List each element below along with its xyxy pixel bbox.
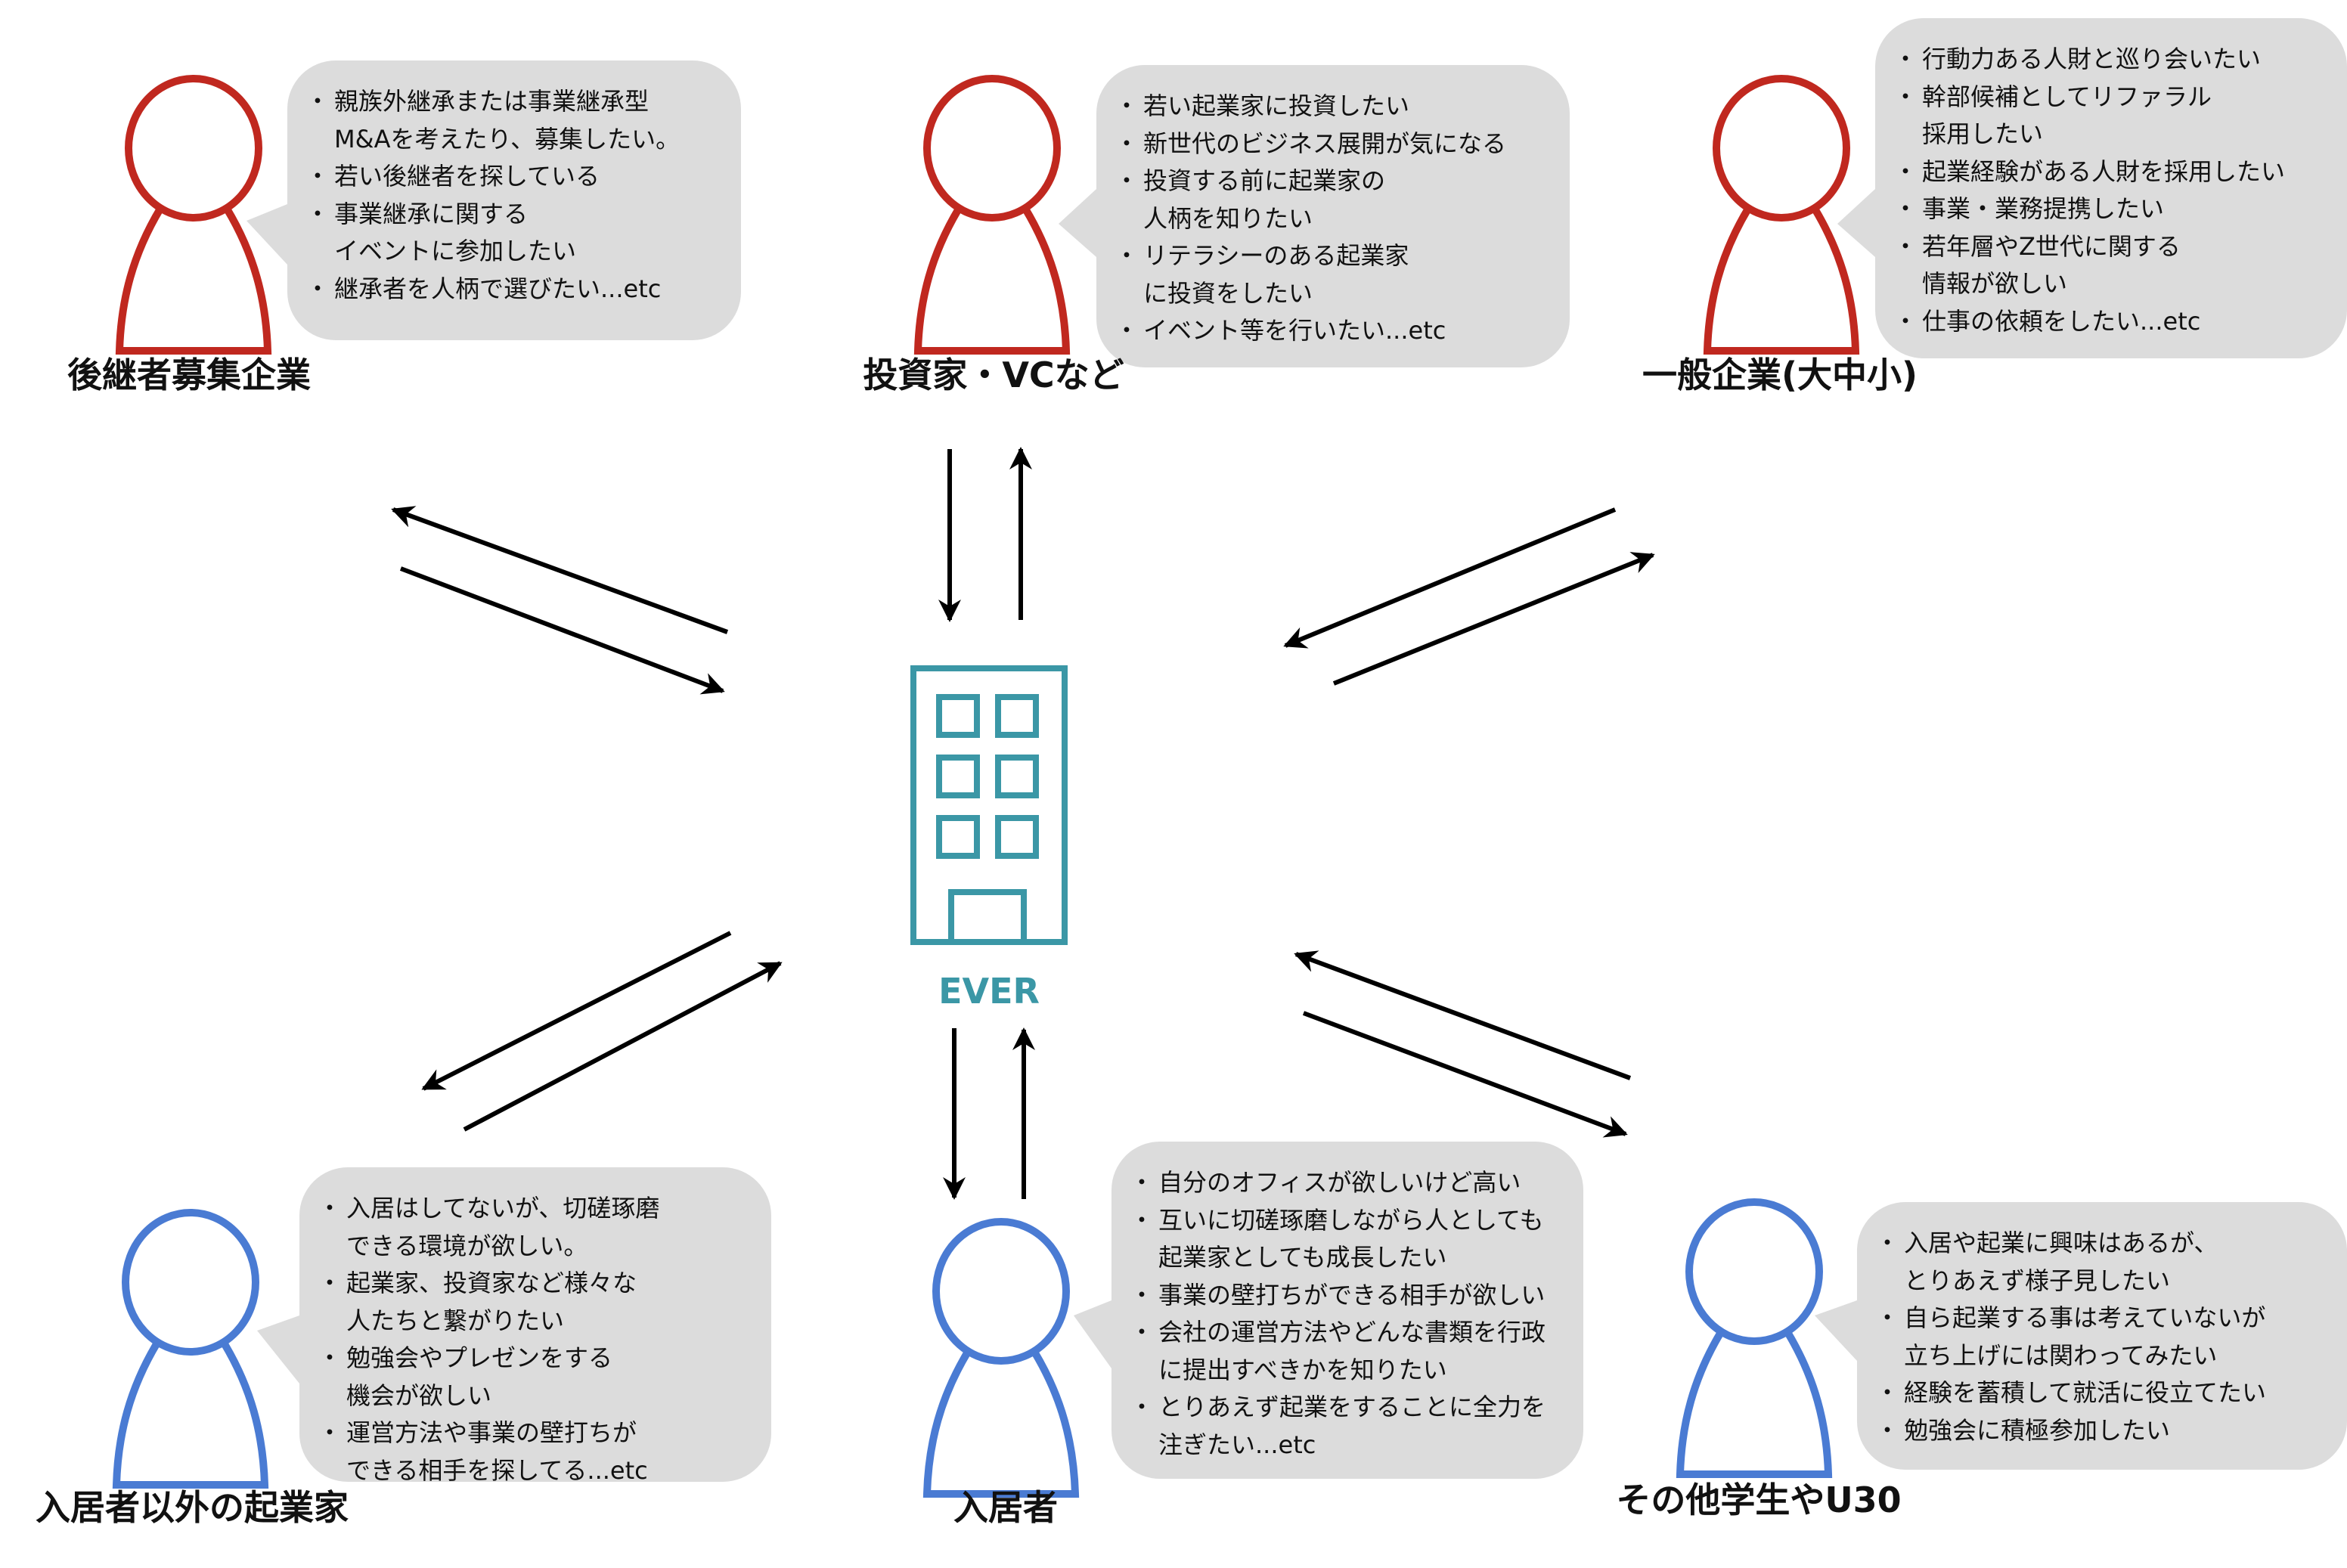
- person-icon-external: [112, 1209, 269, 1489]
- flow-arrow: [1294, 950, 1632, 1080]
- bubble-item-line: 事業・業務提携したい: [1893, 191, 2332, 228]
- bubble-item-line: 起業経験がある人財を採用したい: [1893, 153, 2332, 191]
- bubble-item-line: 会社の運営方法やどんな書類を行政: [1130, 1314, 1568, 1352]
- person-icon-resident: [922, 1218, 1080, 1498]
- bubble-item-line: に投資をしたい: [1143, 278, 1313, 308]
- bubble-item-line: 採用したい: [1922, 119, 2044, 148]
- bubble-item-line: 投資する前に起業家の: [1115, 163, 1555, 200]
- speech-bubble-investor: 若い起業家に投資したい新世代のビジネス展開が気になる投資する前に起業家の人柄を知…: [1096, 65, 1570, 367]
- bubble-item-line: 経験を蓄積して就活に役立てたい: [1875, 1374, 2332, 1412]
- speech-bubble-successor: 親族外継承または事業継承型 M&Aを考えたり、募集したい。若い後継者を探している事…: [287, 60, 741, 340]
- bubble-item-line: 起業家としても成長したい: [1158, 1243, 1447, 1272]
- bubble-item-line: 事業継承に関する: [305, 196, 726, 234]
- bubble-item-line: 親族外継承または事業継承型: [305, 83, 726, 121]
- bubble-item-line: 勉強会に積極参加したい: [1875, 1412, 2332, 1450]
- speech-bubble-tail: [246, 204, 287, 265]
- bubble-item-line: M&Aを考えたり、募集したい。: [334, 124, 681, 153]
- flow-arrow: [1302, 1011, 1628, 1138]
- speech-bubble-tail: [1059, 189, 1096, 257]
- bubble-item-line: できる環境が欲しい。: [346, 1231, 588, 1260]
- bubble-item-line: 機会が欲しい: [346, 1381, 492, 1410]
- bubble-item-line: イベント等を行いたい...etc: [1115, 312, 1555, 350]
- bubble-item-line: 仕事の依頼をしたい...etc: [1893, 303, 2332, 341]
- flow-arrow: [421, 931, 732, 1091]
- bubble-item-line: 若年層やZ世代に関する: [1893, 228, 2332, 266]
- bubble-item-line: イベントに参加したい: [334, 237, 577, 265]
- bubble-item-line: 情報が欲しい: [1922, 269, 2068, 298]
- person-icon-company: [1703, 75, 1860, 355]
- flow-arrow: [1283, 507, 1617, 649]
- bubble-item-line: 勉強会やプレゼンをする: [318, 1340, 756, 1377]
- speech-bubble-tail: [1815, 1300, 1857, 1361]
- bubble-item-line: 事業の壁打ちができる相手が欲しい: [1130, 1277, 1568, 1315]
- bubble-item-line: 入居はしてないが、切磋琢磨: [318, 1190, 756, 1228]
- bubble-item-line: 人柄を知りたい: [1143, 203, 1313, 233]
- bubble-item-line: に提出すべきかを知りたい: [1158, 1355, 1447, 1384]
- bubble-item-line: 若い起業家に投資したい: [1115, 88, 1555, 126]
- bubble-item-line: 行動力ある人財と巡り会いたい: [1893, 41, 2332, 79]
- bubble-item-line: 継承者を人柄で選びたい...etc: [305, 271, 726, 308]
- person-icon-successor: [115, 75, 272, 355]
- group-label-successor: 後継者募集企業: [67, 355, 311, 395]
- bubble-item-line: できる相手を探してる...etc: [346, 1455, 648, 1485]
- bubble-item-line: 互いに切磋琢磨しながら人としても: [1130, 1202, 1568, 1240]
- speech-bubble-tail: [257, 1315, 299, 1384]
- speech-bubble-resident: 自分のオフィスが欲しいけど高い互いに切磋琢磨しながら人としても起業家としても成長…: [1111, 1142, 1583, 1479]
- bubble-item-line: 若い後継者を探している: [305, 158, 726, 196]
- bubble-item-line: 起業家、投資家など様々な: [318, 1265, 756, 1303]
- bubble-item-line: 自ら起業する事は考えていないが: [1875, 1300, 2332, 1337]
- group-label-resident: 入居者: [953, 1487, 1058, 1528]
- bubble-item-line: 幹部候補としてリファラル: [1893, 79, 2332, 116]
- group-label-student: その他学生やU30: [1616, 1480, 1902, 1520]
- flow-arrow: [463, 961, 783, 1132]
- speech-bubble-student: 入居や起業に興味はあるが、とりあえず様子見したい自ら起業する事は考えていないが立…: [1857, 1202, 2347, 1470]
- bubble-item-line: 運営方法や事業の壁打ちが: [318, 1415, 756, 1452]
- bubble-item-line: 入居や起業に興味はあるが、: [1875, 1225, 2332, 1263]
- group-label-company: 一般企業(大中小): [1642, 355, 1918, 395]
- bubble-item-line: 立ち上げには関わってみたい: [1904, 1340, 2218, 1370]
- bubble-item-line: とりあえず様子見したい: [1904, 1266, 2171, 1295]
- bubble-item-line: 自分のオフィスが欲しいけど高い: [1130, 1164, 1568, 1202]
- hub-name: EVER: [938, 971, 1040, 1012]
- speech-bubble-external: 入居はしてないが、切磋琢磨できる環境が欲しい。起業家、投資家など様々な人たちと繋…: [299, 1167, 771, 1485]
- flow-arrow: [399, 566, 725, 695]
- group-label-investor: 投資家・VCなど: [863, 355, 1124, 395]
- speech-bubble-tail: [1837, 189, 1875, 257]
- bubble-item-line: 注ぎたい...etc: [1158, 1430, 1316, 1459]
- bubble-item-line: とりあえず起業をすることに全力を: [1130, 1389, 1568, 1427]
- person-icon-investor: [913, 75, 1071, 355]
- speech-bubble-company: 行動力ある人財と巡り会いたい幹部候補としてリファラル採用したい起業経験がある人財…: [1875, 18, 2347, 358]
- bubble-item-line: リテラシーのある起業家: [1115, 237, 1555, 275]
- bubble-item-line: 人たちと繋がりたい: [346, 1306, 565, 1335]
- flow-arrow: [1332, 552, 1655, 686]
- group-label-external: 入居者以外の起業家: [36, 1487, 349, 1528]
- flow-arrow: [391, 506, 729, 634]
- building-icon: [910, 665, 1068, 945]
- speech-bubble-tail: [1074, 1300, 1111, 1368]
- bubble-item-line: 新世代のビジネス展開が気になる: [1115, 126, 1555, 163]
- person-icon-student: [1676, 1198, 1833, 1478]
